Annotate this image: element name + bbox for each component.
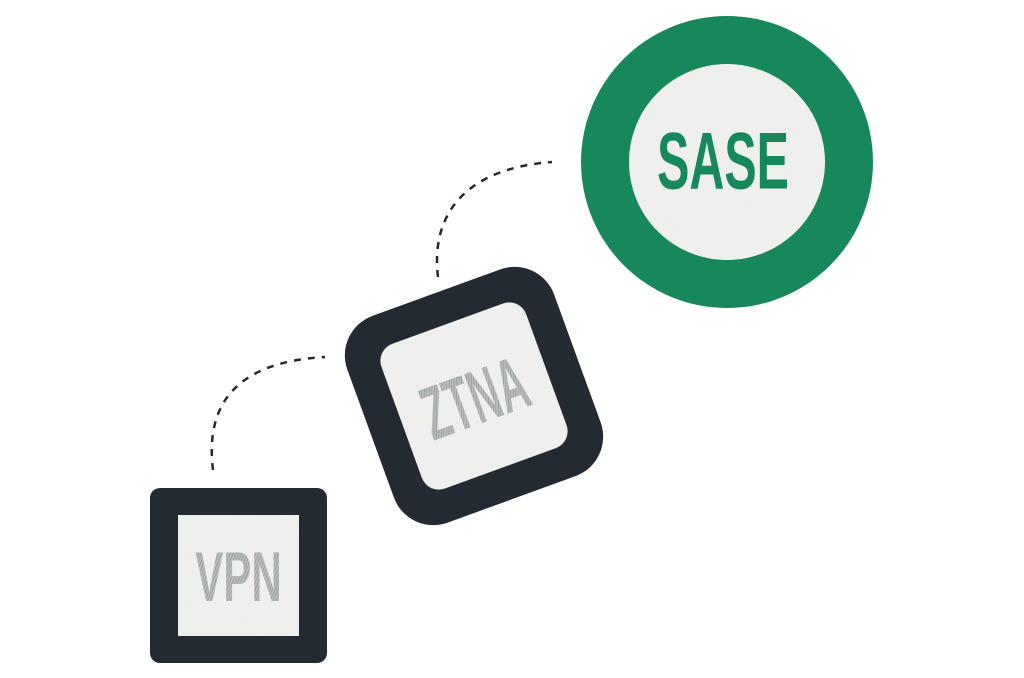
vpn-node: VPN bbox=[150, 488, 327, 663]
connector-vpn-ztna bbox=[210, 355, 326, 471]
vpn-panel bbox=[178, 515, 299, 636]
vpn-label: VPN bbox=[195, 539, 282, 617]
sase-node: SASE bbox=[581, 16, 873, 308]
sase-label: SASE bbox=[657, 117, 789, 207]
ztna-panel bbox=[380, 302, 568, 490]
sase-panel bbox=[629, 64, 825, 260]
ztna-node: ZTNA bbox=[344, 266, 604, 526]
connector-ztna-sase bbox=[435, 160, 553, 278]
